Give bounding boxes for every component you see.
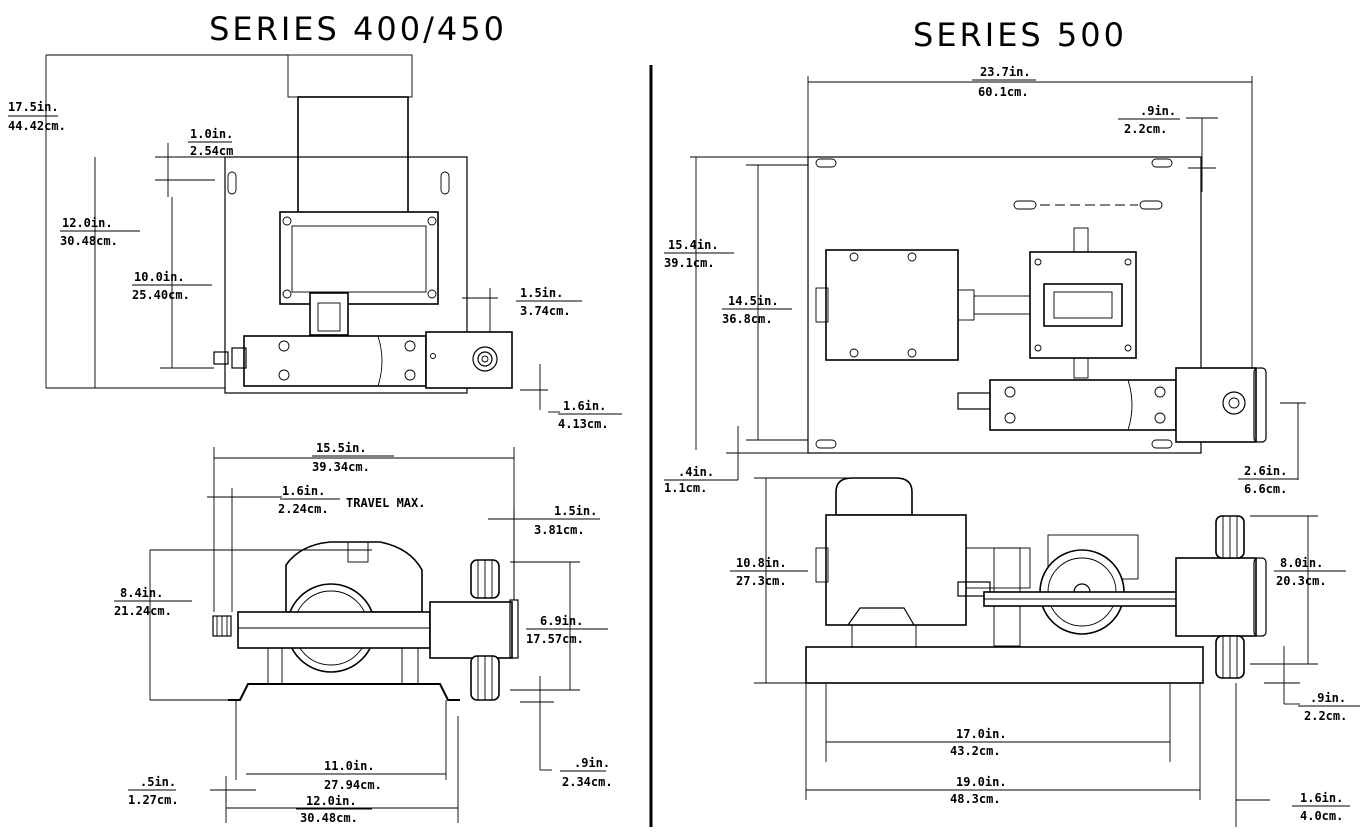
dim-0-9-in-left: .9in. xyxy=(574,756,610,770)
dim-8-4-in: 8.4in. xyxy=(120,586,163,600)
dim-0-4-in: .4in. xyxy=(678,465,714,479)
dim-17-0-in: 17.0in. xyxy=(956,727,1007,741)
dim-1-6-in-front: 1.6in. xyxy=(1300,791,1343,805)
dim-39-1-cm: 39.1cm. xyxy=(664,256,715,270)
dim-39-34-cm: 39.34cm. xyxy=(312,460,370,474)
dim-2-2-cm-front: 2.2cm. xyxy=(1304,709,1347,723)
dim-8-0-in: 8.0in. xyxy=(1280,556,1323,570)
series-400-front-dimensions: 15.5in. 39.34cm. 1.6in. 2.24cm. TRAVEL M… xyxy=(114,441,613,825)
dim-21-24-cm: 21.24cm. xyxy=(114,604,172,618)
dim-27-3-cm: 27.3cm. xyxy=(736,574,787,588)
dim-1-1-cm: 1.1cm. xyxy=(664,481,707,495)
dim-1-5-in-front: 1.5in. xyxy=(554,504,597,518)
dim-1-6-in: 1.6in. xyxy=(563,399,606,413)
series-400-front-view xyxy=(212,541,519,701)
dim-3-74-cm: 3.74cm. xyxy=(520,304,571,318)
dim-0-9-in-front: .9in. xyxy=(1310,691,1346,705)
series-400-450-title: SERIES 400/450 xyxy=(209,10,507,48)
dim-2-24-cm-travel: 2.24cm. xyxy=(278,502,329,516)
series-500-title: SERIES 500 xyxy=(913,16,1127,54)
dim-15-5-in: 15.5in. xyxy=(316,441,367,455)
dim-19-0-in: 19.0in. xyxy=(956,775,1007,789)
dim-23-7-in: 23.7in. xyxy=(980,65,1031,79)
dim-2-6-in: 2.6in. xyxy=(1244,464,1287,478)
dim-0-9-in-top: .9in. xyxy=(1140,104,1176,118)
dim-1-27-cm: 1.27cm. xyxy=(128,793,179,807)
dim-12-0-in-front: 12.0in. xyxy=(306,794,357,808)
dim-6-9-in: 6.9in. xyxy=(540,614,583,628)
dim-20-3-cm: 20.3cm. xyxy=(1276,574,1327,588)
dim-2-54-cm: 2.54cm xyxy=(190,144,233,158)
dim-1-5-in: 1.5in. xyxy=(520,286,563,300)
series-500-front-view xyxy=(805,477,1267,684)
dim-3-81-cm: 3.81cm. xyxy=(534,523,585,537)
dim-17-5-in: 17.5in. xyxy=(8,100,59,114)
dim-17-57-cm: 17.57cm. xyxy=(526,632,584,646)
dim-1-0-in: 1.0in. xyxy=(190,127,233,141)
dim-44-42-cm: 44.42cm. xyxy=(8,119,66,133)
dim-60-1-cm: 60.1cm. xyxy=(978,85,1029,99)
dim-30-48-cm: 30.48cm. xyxy=(60,234,118,248)
dim-4-0-cm: 4.0cm. xyxy=(1300,809,1343,823)
dim-2-2-cm-top: 2.2cm. xyxy=(1124,122,1167,136)
dim-0-5-in: .5in. xyxy=(140,775,176,789)
travel-max-label: TRAVEL MAX. xyxy=(346,496,425,510)
dim-6-6-cm: 6.6cm. xyxy=(1244,482,1287,496)
series-400-top-view xyxy=(213,54,513,394)
dim-36-8-cm: 36.8cm. xyxy=(722,312,773,326)
series-500-top-dimensions: 23.7in. 60.1cm. .9in. 2.2cm. 15.4in. 39.… xyxy=(664,65,1306,496)
dim-15-4-in: 15.4in. xyxy=(668,238,719,252)
dim-10-0-in: 10.0in. xyxy=(134,270,185,284)
dim-27-94-cm: 27.94cm. xyxy=(324,778,382,792)
dim-30-48-cm-front: 30.48cm. xyxy=(300,811,358,825)
dim-10-8-in: 10.8in. xyxy=(736,556,787,570)
dim-12-0-in: 12.0in. xyxy=(62,216,113,230)
dim-48-3-cm: 48.3cm. xyxy=(950,792,1001,806)
series-500-top-view xyxy=(807,156,1267,454)
series-500-front-dimensions: 10.8in. 27.3cm. 8.0in. 20.3cm. .9in. 2.2… xyxy=(730,477,1360,827)
dim-4-13-cm: 4.13cm. xyxy=(558,417,609,431)
dim-1-6-in-travel: 1.6in. xyxy=(282,484,325,498)
series-400-top-dimensions: 17.5in. 44.42cm. 1.0in. 2.54cm 12.0in. 3… xyxy=(8,54,622,431)
dim-11-0-in: 11.0in. xyxy=(324,759,375,773)
dim-2-34-cm: 2.34cm. xyxy=(562,775,613,789)
dim-25-40-cm: 25.40cm. xyxy=(132,288,190,302)
dim-43-2-cm: 43.2cm. xyxy=(950,744,1001,758)
dim-14-5-in: 14.5in. xyxy=(728,294,779,308)
